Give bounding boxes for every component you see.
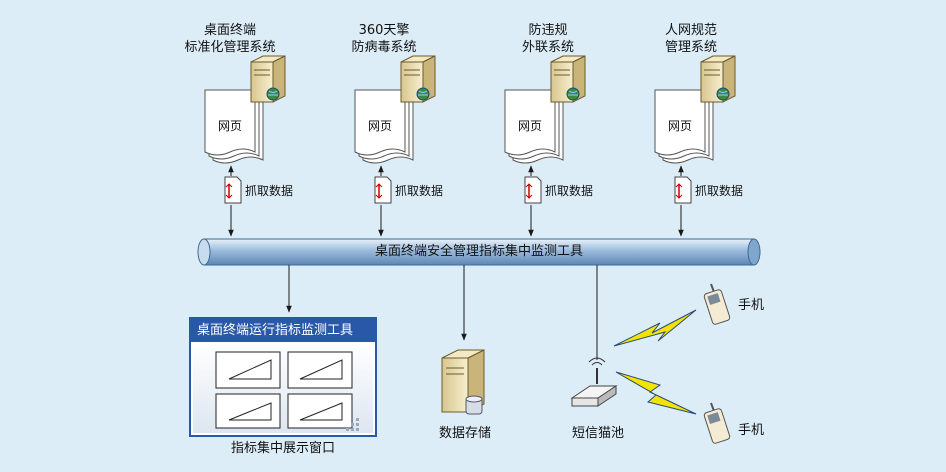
fetch-data-label: 抓取数据: [545, 184, 594, 198]
system-title-line1: 防违规: [528, 23, 568, 38]
system-group-outbound-control: [504, 55, 586, 237]
monitor-window: [189, 317, 377, 437]
server-icon: [250, 55, 286, 103]
system-title-network-access: 人网规范 管理系统: [621, 22, 761, 56]
web-pages-icon: [204, 89, 264, 164]
storage-server-icon: [441, 349, 485, 415]
lightning-bolt-icon: [615, 371, 697, 415]
system-group-antivirus: [354, 55, 436, 237]
server-icon: [400, 55, 436, 103]
system-title-line2: 管理系统: [664, 40, 717, 55]
fetch-data-label: 抓取数据: [395, 184, 444, 198]
modem-label: 短信猫池: [571, 426, 624, 441]
sms-modem-icon: [570, 357, 618, 407]
phone-label: 手机: [738, 298, 765, 313]
monitor-caption: 指标集中展示窗口: [230, 441, 335, 456]
web-pages-icon: [504, 89, 564, 164]
system-title-line1: 人网规范: [664, 23, 717, 38]
mobile-phone-icon: [703, 402, 731, 444]
phone-label: 手机: [738, 423, 765, 438]
system-title-antivirus: 360天擎 防病毒系统: [314, 22, 454, 56]
storage-label: 数据存储: [438, 426, 491, 441]
system-group-network-access: [654, 55, 736, 237]
monitor-window-title: 桌面终端运行指标监测工具: [197, 323, 354, 338]
system-title-desktop-terminal: 桌面终端 标准化管理系统: [160, 22, 300, 56]
monitoring-pipe: [197, 238, 761, 266]
web-page-label: 网页: [517, 119, 542, 133]
fetch-data-label: 抓取数据: [245, 184, 294, 198]
system-title-line1: 桌面终端: [203, 23, 256, 38]
system-title-line2: 外联系统: [521, 40, 574, 55]
server-icon: [550, 55, 586, 103]
web-page-label: 网页: [217, 119, 242, 133]
data-doc-icon: [524, 176, 542, 204]
resize-grip: [346, 418, 359, 431]
mobile-phone-icon: [703, 283, 731, 325]
web-pages-icon: [354, 89, 414, 164]
data-doc-icon: [674, 176, 692, 204]
system-group-desktop-terminal: [204, 55, 286, 237]
lightning-bolt-icon: [613, 309, 697, 347]
fetch-data-label: 抓取数据: [695, 184, 744, 198]
data-doc-icon: [224, 176, 242, 204]
system-title-outbound-control: 防违规 外联系统: [478, 22, 618, 56]
data-doc-icon: [374, 176, 392, 204]
pipe-label: 桌面终端安全管理指标集中监测工具: [374, 244, 583, 259]
web-page-label: 网页: [667, 119, 692, 133]
system-title-line1: 360天擎: [358, 23, 410, 38]
server-icon: [700, 55, 736, 103]
system-title-line2: 防病毒系统: [351, 40, 417, 55]
system-title-line2: 标准化管理系统: [184, 40, 276, 55]
web-page-label: 网页: [367, 119, 392, 133]
panel-grid: [215, 351, 353, 429]
web-pages-icon: [654, 89, 714, 164]
panel-wedges: [228, 359, 343, 421]
